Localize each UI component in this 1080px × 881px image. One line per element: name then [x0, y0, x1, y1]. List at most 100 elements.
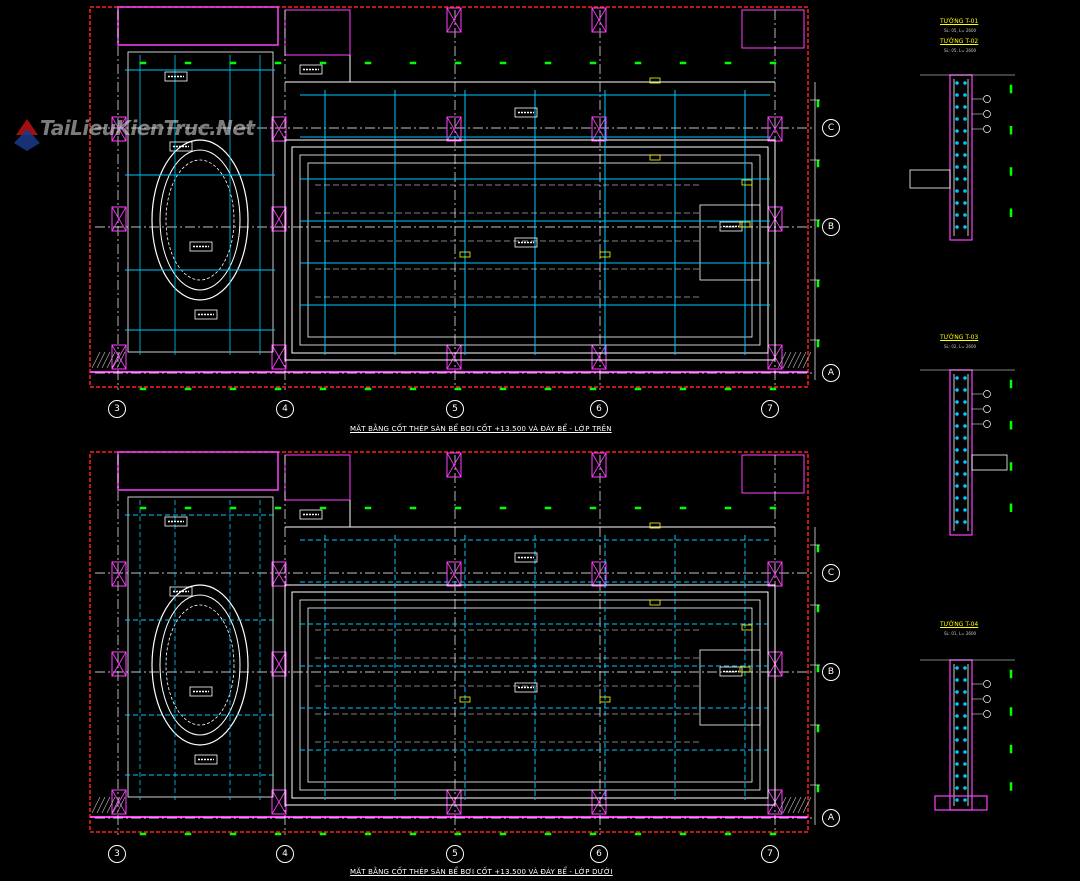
- dim-tick: [1009, 462, 1013, 471]
- section-title-t02: TƯỜNG T-02: [940, 38, 979, 45]
- rebar-dot: [963, 165, 967, 169]
- rebar-dot: [963, 213, 967, 217]
- rebar-dot: [955, 189, 959, 193]
- pool-outline: [284, 584, 776, 806]
- dim-tick: [544, 61, 552, 65]
- rebar-dot: [955, 93, 959, 97]
- grid-col-3: 3: [108, 400, 126, 418]
- hatch: [96, 796, 106, 814]
- dim-tick: [1009, 669, 1013, 679]
- rebar-dot: [955, 117, 959, 121]
- hatch: [797, 351, 807, 369]
- dim-tick: [1009, 707, 1013, 716]
- rebar-dot: [955, 702, 959, 706]
- wall-block: [284, 9, 351, 56]
- rebar-dot: [963, 436, 967, 440]
- section-subtitle-t03: SL: 02, L= 2600: [944, 344, 977, 349]
- dim-tick: [1009, 208, 1013, 217]
- hatch: [782, 351, 792, 369]
- wall-section-t04: [920, 659, 1015, 811]
- column-mark: [111, 789, 127, 815]
- hatch: [787, 351, 797, 369]
- dim-tick: [589, 506, 597, 510]
- column-mark: [446, 116, 462, 142]
- grid-col-5: 5: [446, 400, 464, 418]
- plan-boundary: [89, 6, 809, 388]
- rebar-dot: [955, 496, 959, 500]
- section-title-t03: TƯỜNG T-03: [940, 334, 979, 341]
- jacuzzi-outline: [151, 584, 249, 746]
- dim-tick: [499, 832, 507, 836]
- bar-marker: [599, 251, 611, 258]
- rebar-dot: [963, 93, 967, 97]
- rebar-tag: [719, 221, 743, 232]
- rebar-dot: [955, 436, 959, 440]
- wall-section-t01: [909, 74, 1015, 241]
- rebar-dot: [963, 117, 967, 121]
- dim-tick: [184, 506, 192, 510]
- rebar-dot: [963, 141, 967, 145]
- column-cross: [271, 789, 287, 815]
- grid-col-4: 4: [276, 845, 294, 863]
- rebar-tag: [299, 509, 323, 520]
- dim-tick: [679, 832, 687, 836]
- pool-outline: [307, 162, 753, 338]
- section-tag: [983, 695, 991, 703]
- column-mark: [271, 116, 287, 142]
- dim-tick: [769, 61, 777, 65]
- rebar-dot: [955, 129, 959, 133]
- column-mark: [591, 7, 607, 33]
- dim-tick: [816, 784, 820, 793]
- grid-row-c: C: [822, 119, 840, 137]
- hatch: [777, 796, 787, 814]
- pool-outline: [291, 146, 769, 354]
- hatch: [797, 796, 807, 814]
- rebar-dot: [963, 798, 967, 802]
- rebar-tag: [169, 141, 193, 152]
- dim-tick: [139, 832, 147, 836]
- rebar-dot: [963, 400, 967, 404]
- column-mark: [271, 561, 287, 587]
- zone-frame: [127, 51, 274, 353]
- wall-block: [741, 9, 805, 49]
- section-subtitle-t02: SL: 05, L= 2600: [944, 48, 977, 53]
- section-tag: [983, 680, 991, 688]
- dim-tick: [769, 506, 777, 510]
- rebar-tag: [194, 754, 218, 765]
- column-mark: [111, 116, 127, 142]
- dim-tick: [229, 387, 237, 391]
- column-cross: [767, 116, 783, 142]
- dim-tick: [816, 724, 820, 733]
- bar-marker: [739, 221, 751, 228]
- wall-section-t03: [920, 369, 1015, 536]
- jacuzzi-outline: [151, 139, 249, 301]
- dim-tick: [816, 339, 820, 348]
- column-mark: [591, 452, 607, 478]
- jacuzzi-rebar: [165, 159, 235, 281]
- column-cross: [271, 206, 287, 232]
- dim-tick: [1009, 421, 1013, 430]
- column-cross: [591, 452, 607, 478]
- dim-tick: [816, 544, 820, 553]
- column-mark: [111, 206, 127, 232]
- dim-tick: [184, 832, 192, 836]
- rebar-dot: [963, 177, 967, 181]
- column-mark: [271, 206, 287, 232]
- dim-tick: [364, 506, 372, 510]
- pool-outline: [307, 607, 753, 783]
- rebar-dot: [955, 484, 959, 488]
- hatch: [116, 796, 126, 814]
- zone-frame: [127, 496, 274, 798]
- rebar-tag: [514, 552, 538, 563]
- rebar-dot: [963, 460, 967, 464]
- rebar-dot: [963, 508, 967, 512]
- dim-tick: [229, 506, 237, 510]
- rebar-dot: [963, 702, 967, 706]
- rebar-dot: [955, 472, 959, 476]
- rebar-tag: [719, 666, 743, 677]
- dim-tick: [1009, 84, 1013, 94]
- column-cross: [111, 789, 127, 815]
- grid-col-7: 7: [761, 845, 779, 863]
- dim-tick: [769, 387, 777, 391]
- dim-tick: [499, 506, 507, 510]
